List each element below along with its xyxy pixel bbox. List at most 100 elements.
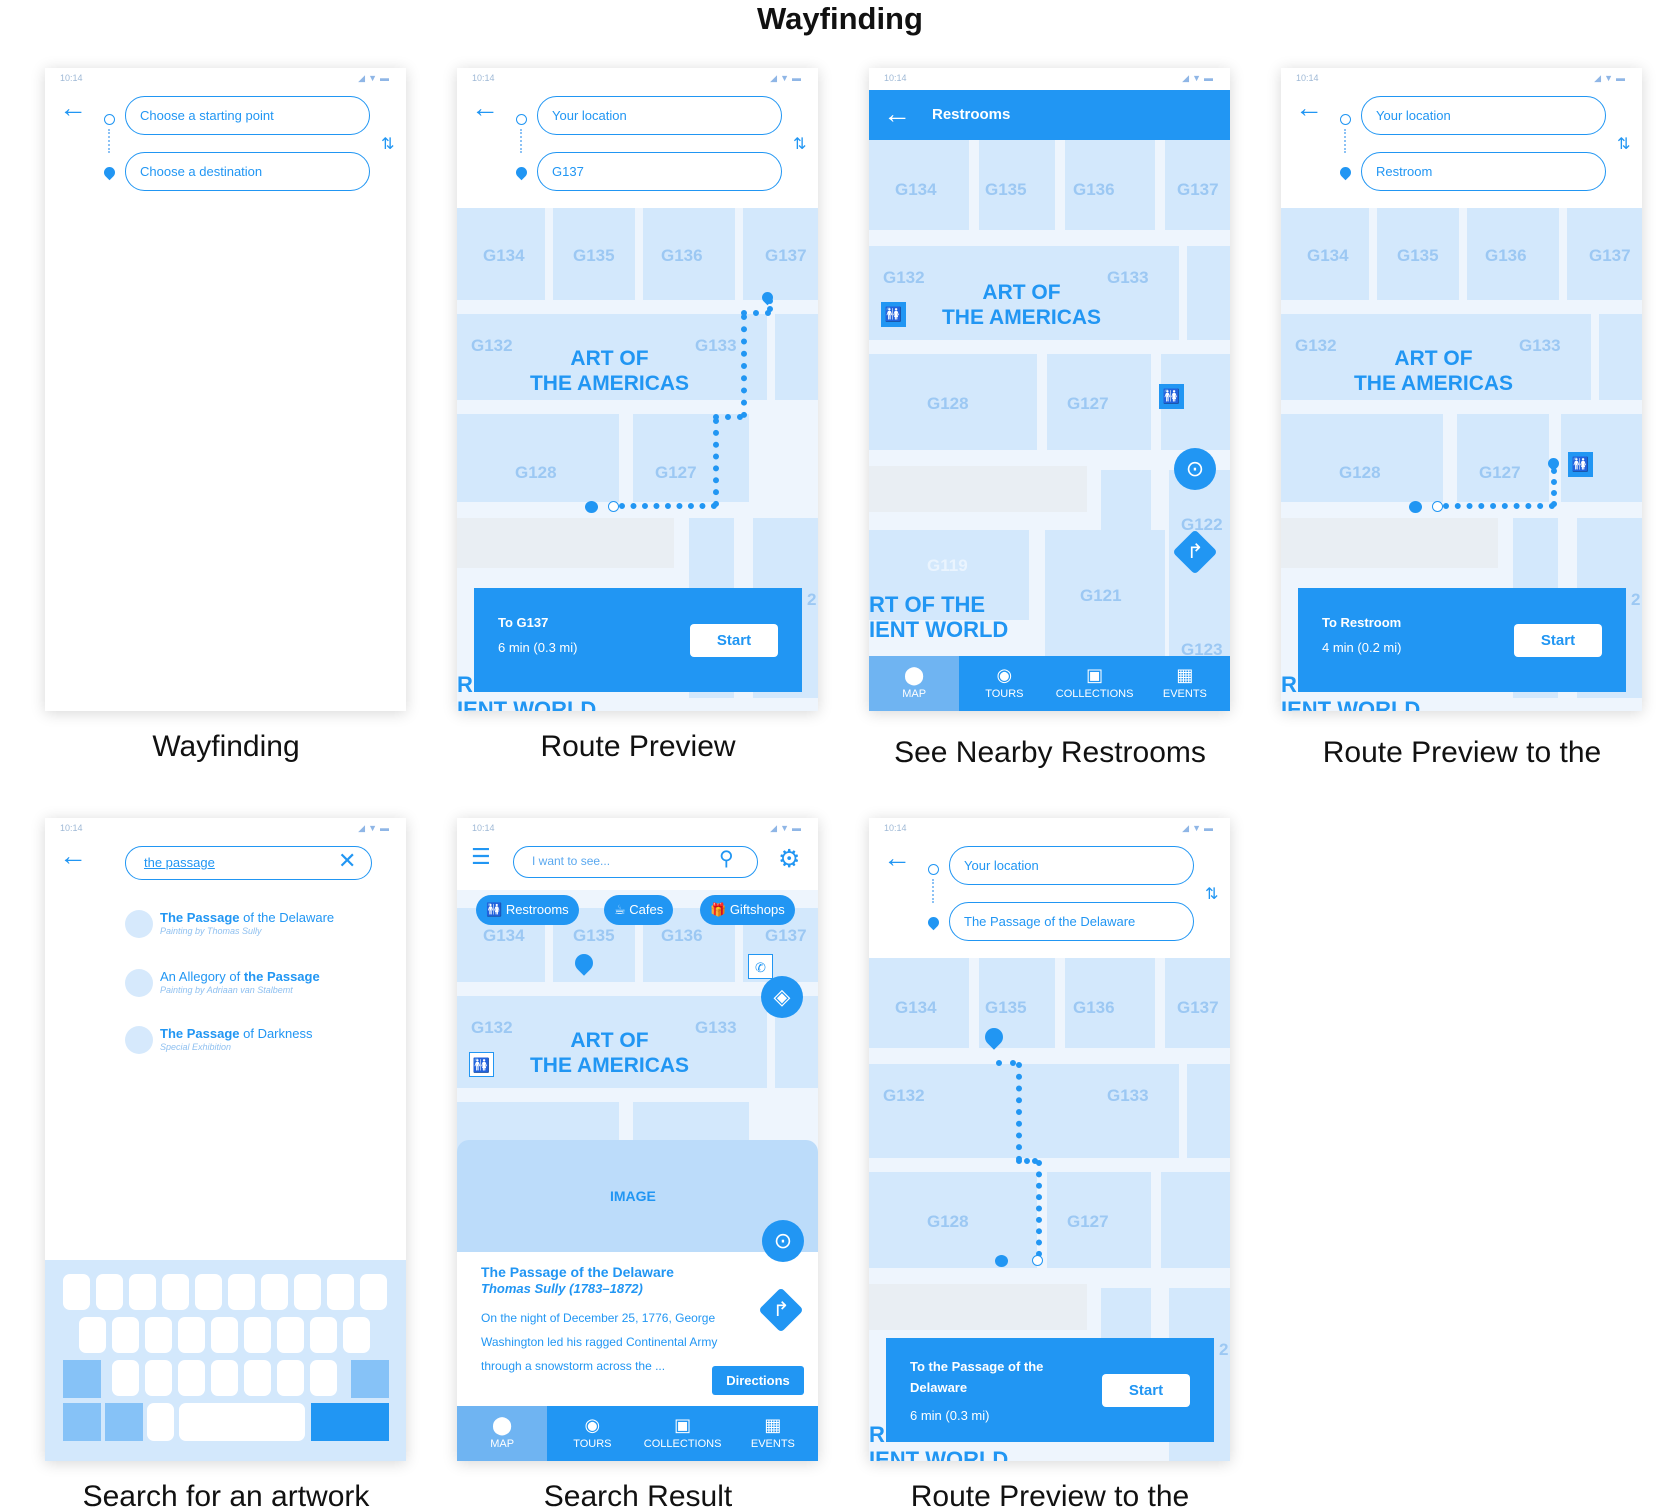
floor-map[interactable]: G134 G135 G136 G137 G132 G133 ART OF THE…: [457, 208, 818, 711]
key[interactable]: [96, 1274, 123, 1310]
tab-label: EVENTS: [750, 1438, 795, 1450]
floor-map[interactable]: G134 G135 G136 G137 G132 G133 ART OF THE…: [1281, 208, 1642, 711]
tab-events[interactable]: ▦EVENTS: [728, 1406, 818, 1461]
start-button[interactable]: Start: [1102, 1374, 1190, 1407]
search-icon[interactable]: ⚲: [719, 848, 734, 870]
destination-field[interactable]: Choose a destination: [125, 152, 370, 191]
key[interactable]: [112, 1360, 139, 1396]
room-label: G127: [1067, 1212, 1109, 1231]
key[interactable]: [244, 1360, 271, 1396]
swap-icon[interactable]: ⇅: [1617, 136, 1631, 153]
back-arrow-icon[interactable]: ←: [1295, 92, 1323, 123]
key[interactable]: [310, 1360, 337, 1396]
floor-map[interactable]: G134 G135 G136 G137 🚻 Restrooms ☕ Cafes …: [457, 890, 818, 1156]
key[interactable]: [343, 1317, 370, 1353]
locate-icon[interactable]: ⊙: [1174, 448, 1216, 490]
floor-map[interactable]: G134 G135 G136 G137 G132 G133 ART OF THE…: [869, 140, 1230, 656]
key[interactable]: [211, 1360, 238, 1396]
turn-right-icon[interactable]: ↱: [1172, 529, 1218, 575]
key[interactable]: [277, 1317, 304, 1353]
restroom-icon[interactable]: 🚻: [881, 302, 906, 327]
gear-icon[interactable]: ⚙: [778, 845, 801, 873]
restroom-icon[interactable]: 🚻: [1568, 452, 1593, 477]
back-arrow-icon[interactable]: ←: [883, 98, 911, 129]
shift-key[interactable]: [63, 1360, 101, 1398]
key[interactable]: [211, 1317, 238, 1353]
swap-icon[interactable]: ⇅: [793, 136, 807, 153]
tab-tours[interactable]: ◉TOURS: [959, 656, 1049, 711]
locate-icon[interactable]: ⊙: [762, 1220, 804, 1262]
key[interactable]: [178, 1360, 205, 1396]
floor-map[interactable]: G134 G135 G136 G137 G132 G133 G128 G127 …: [869, 958, 1230, 1461]
restroom-icon[interactable]: 🚻: [469, 1052, 494, 1077]
start-button[interactable]: Start: [690, 624, 778, 657]
start-field[interactable]: Your location: [537, 96, 782, 135]
tab-collections[interactable]: ▣COLLECTIONS: [638, 1406, 728, 1461]
tab-tours[interactable]: ◉TOURS: [547, 1406, 637, 1461]
turn-right-icon[interactable]: ↱: [758, 1287, 804, 1333]
clear-icon[interactable]: ✕: [338, 848, 357, 873]
back-arrow-icon[interactable]: ←: [59, 840, 87, 871]
key[interactable]: [147, 1403, 174, 1441]
room: [1165, 958, 1230, 1048]
menu-icon[interactable]: ☰: [471, 844, 491, 869]
chip-restrooms[interactable]: 🚻 Restrooms: [476, 895, 579, 925]
swap-icon[interactable]: ⇅: [1205, 886, 1219, 903]
enter-key[interactable]: [311, 1403, 389, 1441]
key[interactable]: [327, 1274, 354, 1310]
back-arrow-icon[interactable]: ←: [883, 842, 911, 873]
key[interactable]: [360, 1274, 387, 1310]
chip-cafes[interactable]: ☕ Cafes: [604, 895, 674, 925]
start-field[interactable]: Choose a starting point: [125, 96, 370, 135]
key[interactable]: [129, 1274, 156, 1310]
back-arrow-icon[interactable]: ←: [471, 92, 499, 123]
tab-events[interactable]: ▦EVENTS: [1140, 656, 1230, 711]
swap-icon[interactable]: ⇅: [381, 136, 395, 153]
numbers-key[interactable]: [63, 1403, 101, 1441]
key[interactable]: [63, 1274, 90, 1310]
room: [1567, 208, 1642, 300]
destination-field[interactable]: Restroom: [1361, 152, 1606, 191]
emoji-key[interactable]: [105, 1403, 143, 1441]
key[interactable]: [244, 1317, 271, 1353]
start-field[interactable]: Your location: [949, 846, 1194, 885]
key[interactable]: [195, 1274, 222, 1310]
key[interactable]: [145, 1317, 172, 1353]
space-key[interactable]: [179, 1403, 305, 1441]
search-input[interactable]: I want to see...: [513, 846, 758, 878]
start-field[interactable]: Your location: [1361, 96, 1606, 135]
destination-field[interactable]: The Passage of the Delaware: [949, 902, 1194, 941]
result-title: An Allegory of the Passage: [160, 969, 320, 984]
layers-icon[interactable]: ◈: [761, 976, 803, 1018]
route-path: [1551, 468, 1557, 507]
tab-collections[interactable]: ▣COLLECTIONS: [1050, 656, 1140, 711]
backspace-key[interactable]: [351, 1360, 389, 1398]
key[interactable]: [145, 1360, 172, 1396]
key[interactable]: [112, 1317, 139, 1353]
start-button[interactable]: Start: [1514, 624, 1602, 657]
restroom-icon[interactable]: 🚻: [1159, 384, 1184, 409]
directions-button[interactable]: Directions: [712, 1366, 804, 1395]
phone-icon[interactable]: ✆: [748, 954, 773, 979]
key[interactable]: [310, 1317, 337, 1353]
key[interactable]: [261, 1274, 288, 1310]
key[interactable]: [79, 1317, 106, 1353]
room-label: G137: [1589, 246, 1631, 265]
tab-map[interactable]: ⬤MAP: [457, 1406, 548, 1461]
artwork-image[interactable]: IMAGE: [457, 1140, 818, 1252]
room-label: G136: [1073, 180, 1115, 199]
key[interactable]: [228, 1274, 255, 1310]
status-icons: ◢▼▬: [1182, 823, 1216, 833]
back-arrow-icon[interactable]: ←: [59, 92, 87, 123]
search-input[interactable]: the passage: [125, 846, 372, 880]
room: [869, 1064, 1179, 1158]
tab-map[interactable]: ⬤MAP: [869, 656, 960, 711]
key[interactable]: [294, 1274, 321, 1310]
room-label: G133: [1107, 268, 1149, 287]
room-label: 2: [1219, 1340, 1229, 1359]
chip-giftshops[interactable]: 🎁 Giftshops: [700, 895, 795, 925]
key[interactable]: [277, 1360, 304, 1396]
key[interactable]: [178, 1317, 205, 1353]
key[interactable]: [162, 1274, 189, 1310]
destination-field[interactable]: G137: [537, 152, 782, 191]
